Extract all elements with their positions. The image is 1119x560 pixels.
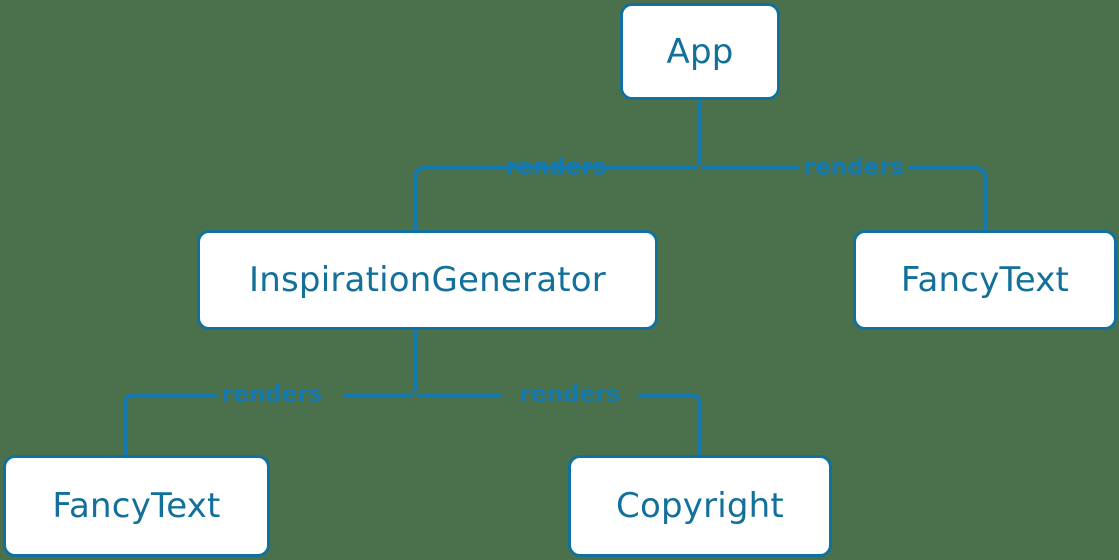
- edge-label-inspirationgenerator-to-fancytext-bottom: renders: [221, 381, 323, 408]
- edge-app-to-fancytext-right: [702, 166, 987, 232]
- node-fancytext-right[interactable]: FancyText: [853, 230, 1117, 330]
- edge-label-app-to-inspirationgenerator: renders: [505, 154, 607, 181]
- node-fancytext-bottom[interactable]: FancyText: [3, 455, 270, 557]
- node-inspirationgenerator-label: InspirationGenerator: [249, 260, 606, 300]
- node-copyright-label: Copyright: [616, 486, 784, 526]
- edge-label-app-to-fancytext-right: renders: [803, 154, 905, 181]
- edge-inspirationgenerator-to-copyright: [417, 393, 702, 457]
- edge-inspirationgenerator-to-fancytext-bottom: [123, 393, 413, 457]
- node-app[interactable]: App: [620, 3, 780, 100]
- node-copyright[interactable]: Copyright: [568, 455, 832, 557]
- node-fancytext-bottom-label: FancyText: [52, 486, 221, 526]
- edge-label-inspirationgenerator-to-copyright: renders: [519, 381, 621, 408]
- node-inspirationgenerator[interactable]: InspirationGenerator: [197, 230, 658, 330]
- edge-app-to-inspirationgenerator: [413, 166, 698, 232]
- node-app-label: App: [666, 31, 734, 72]
- node-fancytext-right-label: FancyText: [900, 260, 1070, 300]
